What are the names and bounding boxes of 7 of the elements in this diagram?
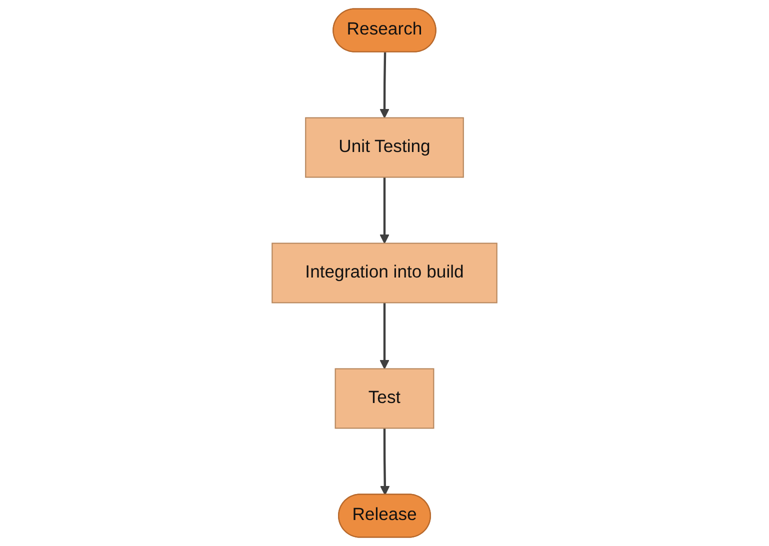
arrow	[380, 177, 390, 244]
node-box	[305, 117, 464, 178]
node-box	[272, 242, 498, 304]
arrow	[380, 302, 390, 370]
node-box	[334, 368, 434, 429]
arrow	[380, 52, 390, 118]
arrow	[380, 428, 390, 496]
